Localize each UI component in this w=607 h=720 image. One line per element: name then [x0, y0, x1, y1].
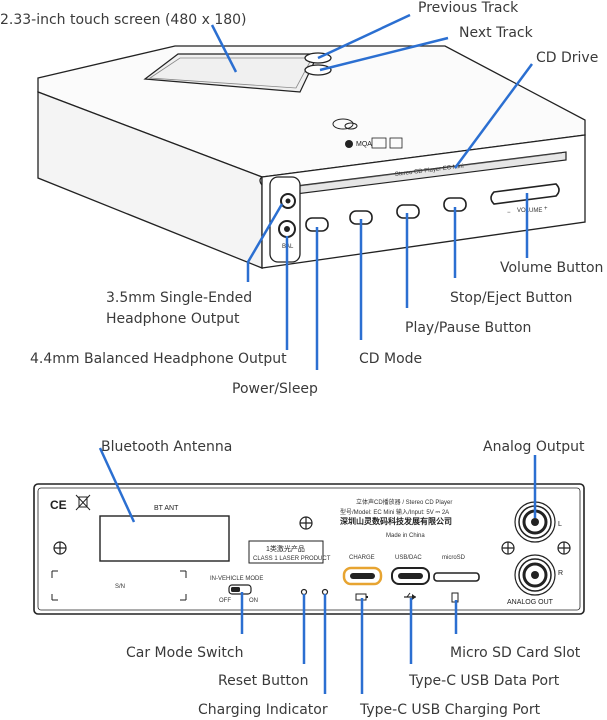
info-line1: 立体声CD播放器 / Stereo CD Player [356, 498, 452, 506]
label-cd-drive: CD Drive [536, 50, 598, 66]
usb-icon [404, 592, 416, 600]
label-stop-eject: Stop/Eject Button [450, 290, 572, 306]
in-vehicle-text: IN-VEHICLE MODE [210, 576, 263, 582]
label-next-track: Next Track [459, 25, 534, 41]
hires-badge-2 [389, 137, 403, 149]
laser-line1: 1类激光产品 [266, 544, 305, 553]
off-text: OFF [219, 598, 231, 604]
label-balanced: 4.4mm Balanced Headphone Output [30, 351, 287, 367]
charging-led [321, 588, 329, 596]
bt-ant-text: BT ANT [154, 505, 179, 512]
bottom-leaders [98, 447, 537, 694]
screw-icon [299, 516, 313, 530]
laser-line2: CLASS 1 LASER PRODUCT [253, 556, 331, 562]
hires-badge [371, 137, 387, 149]
screw-icon [557, 541, 571, 555]
on-text: ON [249, 598, 258, 604]
front-device: MQA Stereo CD Player EC Mini BAL VOLUME … [37, 45, 586, 269]
ce-mark: CE [50, 498, 67, 512]
r-text: R [558, 570, 563, 577]
label-micro-sd-slot: Micro SD Card Slot [450, 645, 581, 661]
weee-icon [75, 494, 91, 511]
label-previous-track: Previous Track [418, 0, 519, 16]
bluetooth-antenna-window [99, 515, 230, 562]
sn-text: S/N [115, 584, 125, 590]
charge-text: CHARGE [349, 555, 375, 561]
mqa-badge: MQA [356, 141, 372, 148]
info-line4: Made in China [386, 533, 425, 539]
label-reset-button: Reset Button [218, 673, 308, 689]
label-car-mode-switch: Car Mode Switch [126, 645, 243, 661]
micro-sd-slot [433, 572, 480, 582]
l-text: L [558, 521, 562, 528]
label-type-c-charging: Type-C USB Charging Port [359, 702, 541, 718]
info-line2: 型号/Model: EC Mini 输入/Input: 5V ⎓ 2A [340, 508, 449, 516]
next-track-button [304, 64, 332, 76]
micro-sd-text: microSD [442, 555, 466, 561]
label-volume-button: Volume Button [500, 260, 603, 276]
top-leaders [210, 13, 534, 370]
label-single-ended-2: Headphone Output [106, 311, 240, 327]
usb-dac-text: USB/DAC [395, 555, 422, 561]
label-power-sleep: Power/Sleep [232, 381, 318, 397]
label-bluetooth-antenna: Bluetooth Antenna [101, 439, 232, 455]
screw-icon [53, 541, 67, 555]
mqa-dot [345, 140, 353, 148]
volume-minus: − [507, 210, 511, 216]
reset-hole [300, 588, 308, 596]
volume-plus: + [544, 206, 548, 212]
info-line3: 深圳山灵数码科技发展有限公司 [340, 516, 452, 526]
label-single-ended: 3.5mm Single-Ended [106, 290, 252, 306]
rca-jack-left [514, 501, 556, 543]
label-charging-indicator: Charging Indicator [198, 702, 328, 718]
back-panel: CE BT ANT S/N [33, 483, 585, 615]
volume-text: VOLUME [517, 208, 542, 214]
label-play-pause: Play/Pause Button [405, 320, 531, 336]
analog-out-text: ANALOG OUT [507, 599, 554, 606]
label-cd-mode: CD Mode [359, 351, 422, 367]
label-type-c-data: Type-C USB Data Port [408, 673, 560, 689]
brand-logo [332, 118, 358, 130]
label-touch-screen: 2.33-inch touch screen (480 x 180) [0, 12, 247, 28]
screw-icon [501, 541, 515, 555]
volume-rocker [490, 183, 560, 205]
label-analog-output: Analog Output [483, 439, 585, 455]
laser-label [248, 540, 324, 564]
rca-jack-right [514, 554, 556, 596]
